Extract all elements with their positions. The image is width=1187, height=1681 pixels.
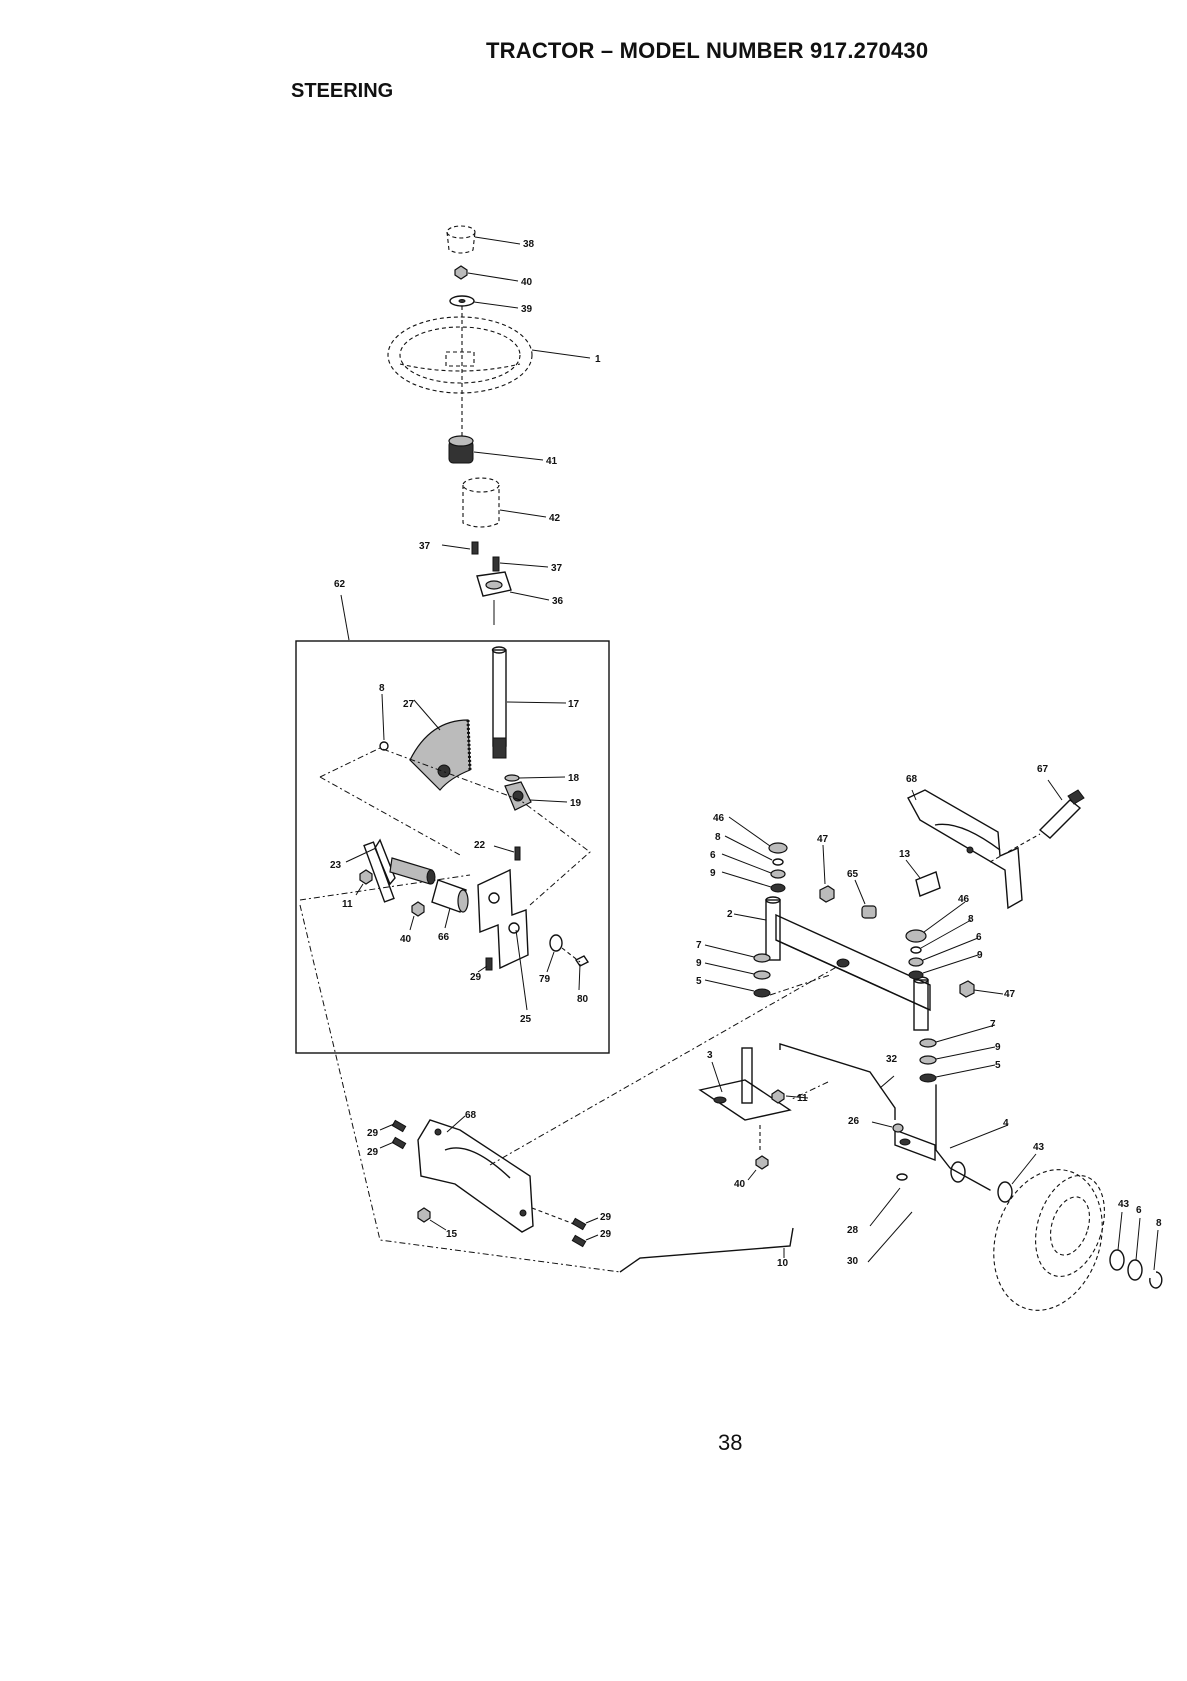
callout-68-left: 68 — [465, 1110, 477, 1121]
callout-29-bracket-right-top: 29 — [600, 1212, 612, 1223]
callout-5-left: 5 — [696, 976, 702, 987]
callout-29-box: 29 — [470, 972, 482, 983]
callout-37-left: 37 — [419, 541, 431, 552]
callout-62: 62 — [334, 579, 346, 590]
callout-29-bracket-right-bottom: 29 — [600, 1229, 612, 1240]
left-spindle-and-tie-rod — [700, 1044, 895, 1180]
callout-28: 28 — [847, 1225, 859, 1236]
callout-40: 40 — [521, 277, 533, 288]
callout-11-axle: 11 — [797, 1093, 808, 1104]
callout-8-box: 8 — [379, 683, 385, 694]
callout-40-box: 40 — [400, 934, 412, 945]
callout-2: 2 — [727, 909, 733, 920]
callout-37-right: 37 — [551, 563, 563, 574]
callout-40-axle: 40 — [734, 1179, 746, 1190]
callout-9-left: 9 — [710, 868, 716, 879]
callout-22: 22 — [474, 840, 486, 851]
callout-5-right: 5 — [995, 1060, 1001, 1071]
callout-8-wheel: 8 — [1156, 1218, 1162, 1229]
callout-27: 27 — [403, 699, 415, 710]
callout-9-left-lower: 9 — [696, 958, 702, 969]
callout-9-right-lower: 9 — [995, 1042, 1001, 1053]
callout-38: 38 — [523, 239, 535, 250]
callout-10: 10 — [777, 1258, 789, 1269]
callout-17: 17 — [568, 699, 580, 710]
callout-7-right: 7 — [990, 1019, 996, 1030]
callout-11-box: 11 — [342, 899, 353, 910]
steering-gear-assembly-box — [296, 595, 609, 1053]
callout-47-right: 47 — [1004, 989, 1016, 1000]
callout-25: 25 — [520, 1014, 532, 1025]
callout-30: 30 — [847, 1256, 859, 1267]
callout-6-left: 6 — [710, 850, 716, 861]
front-wheel — [976, 1154, 1162, 1325]
callout-9-right: 9 — [977, 950, 983, 961]
callout-23: 23 — [330, 860, 342, 871]
callout-36: 36 — [552, 596, 564, 607]
callout-29-bracket-bottom: 29 — [367, 1147, 379, 1158]
callout-8-left: 8 — [715, 832, 721, 843]
callout-66: 66 — [438, 932, 450, 943]
callout-26: 26 — [848, 1116, 860, 1127]
callout-13: 13 — [899, 849, 911, 860]
callout-79: 79 — [539, 974, 551, 985]
callout-1: 1 — [595, 354, 601, 365]
callout-39: 39 — [521, 304, 533, 315]
callout-18: 18 — [568, 773, 580, 784]
callout-6-wheel: 6 — [1136, 1205, 1142, 1216]
callout-67: 67 — [1037, 764, 1049, 775]
callout-29-bracket-top: 29 — [367, 1128, 379, 1139]
callout-7-left: 7 — [696, 940, 702, 951]
callout-43-right: 43 — [1118, 1199, 1130, 1210]
callout-80: 80 — [577, 994, 589, 1005]
callout-8-right: 8 — [968, 914, 974, 925]
callout-47-left: 47 — [817, 834, 829, 845]
callout-32: 32 — [886, 1054, 898, 1065]
front-axle-assembly — [705, 780, 1084, 1082]
callout-43-left: 43 — [1033, 1142, 1045, 1153]
callout-41: 41 — [546, 456, 558, 467]
callout-65: 65 — [847, 869, 859, 880]
callout-42: 42 — [549, 513, 561, 524]
callout-19: 19 — [570, 798, 582, 809]
callout-46-right: 46 — [958, 894, 970, 905]
callout-15: 15 — [446, 1229, 458, 1240]
callout-68-right: 68 — [906, 774, 918, 785]
callout-3: 3 — [707, 1050, 713, 1061]
callout-46-left: 46 — [713, 813, 725, 824]
right-spindle — [868, 1085, 1008, 1262]
callout-4: 4 — [1003, 1118, 1009, 1129]
callout-6-right: 6 — [976, 932, 982, 943]
